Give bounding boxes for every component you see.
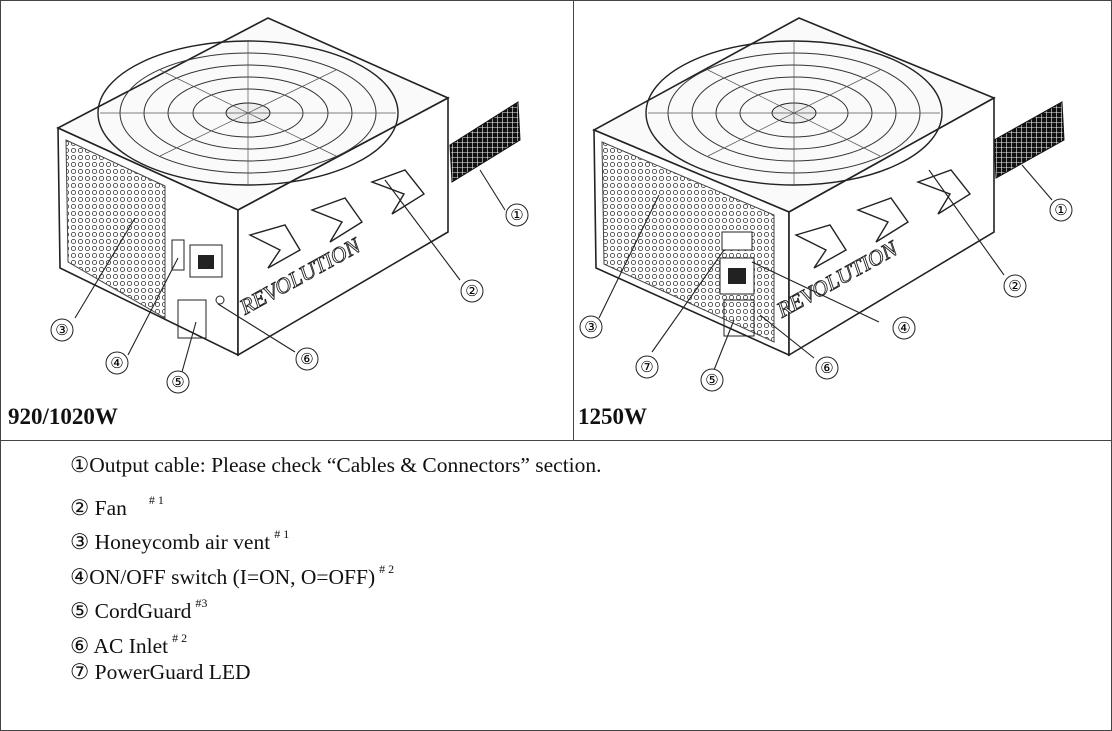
callout-6: ⑥ <box>820 361 833 377</box>
legend-item-cordguard: ⑤ CordGuard#3 <box>70 586 602 623</box>
legend-item-output-cable: ①Output cable: Please check “Cables & Co… <box>70 448 602 483</box>
callout-6: ⑥ <box>300 352 313 368</box>
legend-text: ⑦ PowerGuard LED <box>70 660 251 684</box>
model-caption-920-1020w: 920/1020W <box>8 404 118 429</box>
psu-panel-920-1020w: REVOLUTION ① ② ③ ④ ⑤ ⑥ 920/1020W <box>0 0 573 440</box>
legend-footnote: # 2 <box>172 630 188 645</box>
legend-item-air-vent: ③ Honeycomb air vent# 1 <box>70 517 602 554</box>
legend-item-ac-inlet: ⑥ AC Inlet# 2 <box>70 621 602 658</box>
legend-text: ② Fan <box>70 495 127 520</box>
legend-footnote: #3 <box>195 596 208 610</box>
legend-text: ③ Honeycomb air vent <box>70 530 271 554</box>
callout-4: ④ <box>897 321 910 337</box>
legend-item-fan: ② Fan # 1 <box>70 483 602 520</box>
callout-1: ① <box>1054 203 1067 219</box>
component-legend: ①Output cable: Please check “Cables & Co… <box>70 448 602 690</box>
psu-panel-1250w: REVOLUTION ① ② ③ ④ ⑤ ⑥ ⑦ 1250W <box>574 0 1112 440</box>
legend-text: ⑤ CordGuard <box>70 599 192 623</box>
column-divider <box>573 0 574 441</box>
model-caption-1250w: 1250W <box>578 404 647 429</box>
psu-illustration-1250w: REVOLUTION ① ② ③ ④ ⑤ ⑥ ⑦ <box>579 17 1073 392</box>
callout-1: ① <box>510 208 523 224</box>
callout-5: ⑤ <box>705 373 718 389</box>
callout-4: ④ <box>110 356 123 372</box>
legend-footnote: # 1 <box>274 527 290 541</box>
callout-2: ② <box>1008 279 1021 295</box>
legend-item-powerguard-led: ⑦ PowerGuard LED <box>70 655 602 690</box>
callout-7: ⑦ <box>640 360 653 376</box>
legend-text: ①Output cable: Please check “Cables & Co… <box>70 453 602 477</box>
callout-3: ③ <box>584 320 597 336</box>
callout-5: ⑤ <box>171 375 184 391</box>
row-divider <box>0 440 1112 441</box>
legend-text: ④ON/OFF switch (I=ON, O=OFF) <box>70 564 376 589</box>
legend-item-power-switch: ④ON/OFF switch (I=ON, O=OFF)# 2 <box>70 552 602 589</box>
legend-text: ⑥ AC Inlet <box>70 633 169 658</box>
legend-footnote: # 2 <box>379 561 395 576</box>
callout-3: ③ <box>55 323 68 339</box>
callout-2: ② <box>465 284 478 300</box>
legend-footnote: # 1 <box>148 492 164 507</box>
psu-illustration-920-1020w: REVOLUTION ① ② ③ ④ ⑤ ⑥ <box>50 17 529 394</box>
